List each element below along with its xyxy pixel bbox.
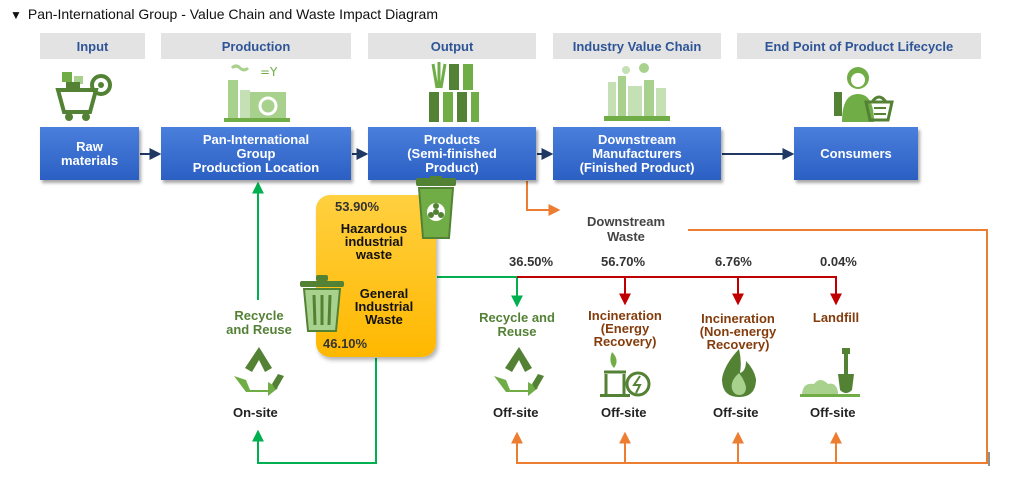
diagram-title-text: Pan-International Group - Value Chain an… bbox=[27, 6, 438, 22]
disposal-incineration-non-energy-pct: 6.76% bbox=[715, 254, 752, 269]
onsite-recycle-label: Recycle and Reuse bbox=[226, 308, 292, 337]
general-pct: 46.10% bbox=[323, 336, 368, 351]
incineration-energy-icon bbox=[600, 352, 651, 397]
stage-end-point: End Point of Product Lifecycle bbox=[737, 33, 981, 59]
flow-products-label: Products (Semi-finished Product) bbox=[407, 131, 497, 175]
landfill-shovel-icon bbox=[800, 348, 860, 397]
stage-production: Production bbox=[161, 33, 351, 59]
downstream-waste-label: Downstream Waste bbox=[586, 214, 666, 244]
flow-products: Products (Semi-finished Product) bbox=[368, 127, 536, 180]
flow-consumers: Consumers bbox=[794, 127, 918, 180]
svg-text:=Y: =Y bbox=[260, 65, 278, 79]
recycle-icon bbox=[494, 347, 544, 396]
collapse-triangle-icon[interactable]: ▼ bbox=[10, 8, 22, 22]
disposal-landfill-label: Landfill bbox=[812, 310, 860, 325]
disposal-landfill-site: Off-site bbox=[810, 405, 856, 420]
flow-consumers-label: Consumers bbox=[820, 145, 892, 161]
general-waste-label: General Industrial Waste bbox=[354, 286, 414, 327]
disposal-recycle-pct: 36.50% bbox=[509, 254, 554, 269]
flow-production-location-label: Pan-International Group Production Locat… bbox=[192, 131, 320, 175]
line-general-waste-to-onsite bbox=[252, 358, 377, 464]
flow-production-location: Pan-International Group Production Locat… bbox=[161, 127, 351, 180]
hazardous-label: Hazardous industrial waste bbox=[340, 221, 408, 262]
stage-input: Input bbox=[40, 33, 145, 59]
shopper-icon bbox=[834, 67, 894, 122]
trash-bin-icon bbox=[300, 275, 344, 332]
flow-raw-materials-label: Raw materials bbox=[60, 138, 119, 168]
line-consumer-waste bbox=[511, 229, 988, 464]
disposal-incineration-non-energy-site: Off-site bbox=[713, 405, 759, 420]
disposal-recycle-site: Off-site bbox=[493, 405, 539, 420]
hazardous-bin-icon bbox=[416, 176, 456, 239]
onsite-label: On-site bbox=[233, 405, 278, 420]
stage-output: Output bbox=[368, 33, 536, 59]
factory-icon: =Y bbox=[224, 64, 290, 122]
fire-icon bbox=[722, 349, 756, 397]
hazardous-pct: 53.90% bbox=[335, 199, 380, 214]
disposal-recycle-label: Recycle and Reuse bbox=[479, 310, 555, 339]
line-downstream-waste bbox=[526, 181, 561, 216]
flow-raw-materials: Raw materials bbox=[40, 127, 139, 180]
disposal-landfill-pct: 0.04% bbox=[820, 254, 857, 269]
flow-downstream-manufacturers: Downstream Manufacturers (Finished Produ… bbox=[553, 127, 721, 180]
product-bundle-icon bbox=[429, 62, 479, 122]
disposal-incineration-energy-site: Off-site bbox=[601, 405, 647, 420]
stage-industry-value-chain: Industry Value Chain bbox=[553, 33, 721, 59]
disposal-incineration-non-energy-label: Incineration (Non-energy Recovery) bbox=[699, 311, 777, 352]
disposal-incineration-energy-pct: 56.70% bbox=[601, 254, 646, 269]
flow-downstream-label: Downstream Manufacturers (Finished Produ… bbox=[579, 131, 695, 175]
recycle-icon bbox=[234, 347, 284, 396]
industrial-plant-icon bbox=[604, 63, 670, 121]
mine-cart-icon bbox=[55, 72, 112, 121]
line-waste-to-offsite bbox=[437, 276, 523, 308]
diagram-title: ▼ Pan-International Group - Value Chain a… bbox=[10, 6, 438, 22]
disposal-incineration-energy-label: Incineration (Energy Recovery) bbox=[588, 308, 662, 349]
